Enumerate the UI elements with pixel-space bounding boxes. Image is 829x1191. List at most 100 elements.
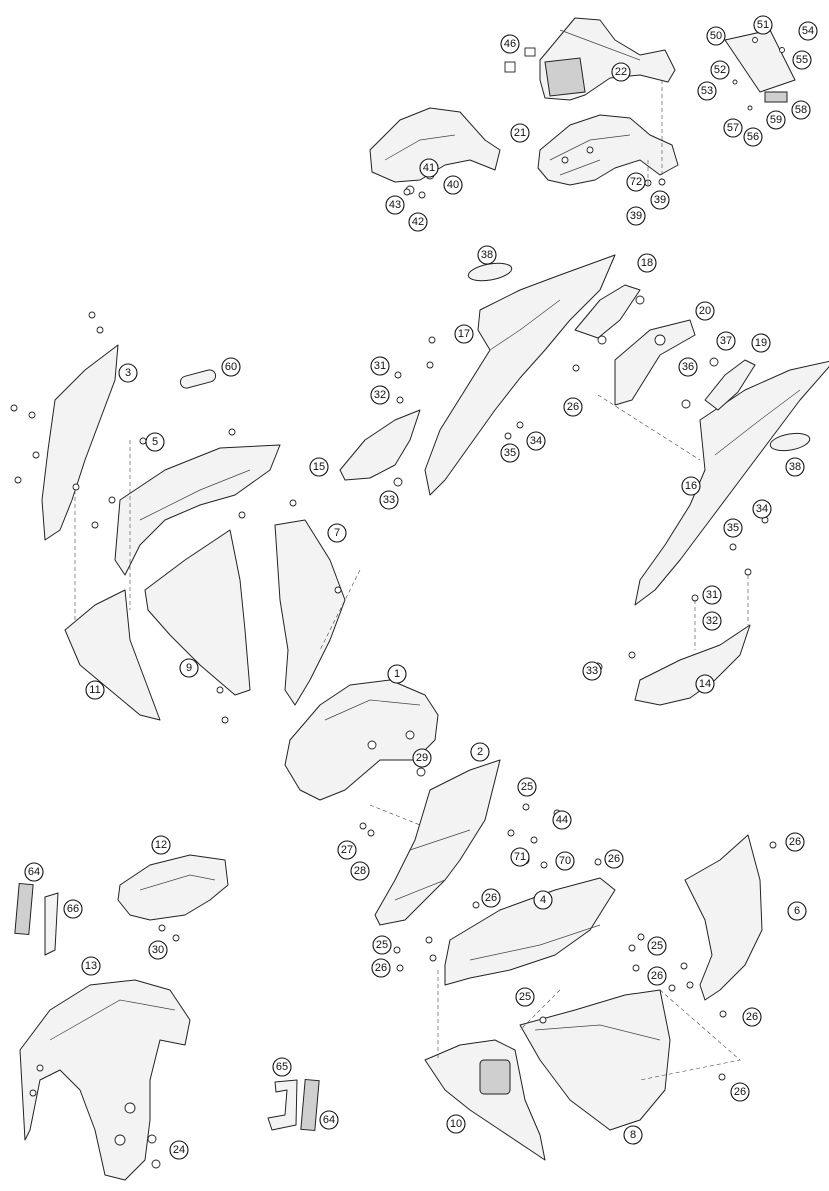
svg-text:25: 25 — [376, 939, 388, 951]
callout-4: 4 — [533, 890, 553, 910]
callout-26f: 26 — [647, 966, 667, 986]
front-fender-13 — [19, 979, 191, 1181]
belly-panel-8 — [519, 989, 671, 1131]
strip-64-left — [14, 882, 34, 936]
callout-9: 9 — [179, 658, 199, 678]
svg-text:34: 34 — [530, 435, 542, 447]
pad-38-right — [769, 432, 811, 452]
callout-13: 13 — [81, 956, 101, 976]
callout-16: 16 — [681, 476, 701, 496]
center-fasteners — [359, 767, 777, 1081]
callout-60: 60 — [221, 357, 241, 377]
svg-text:5: 5 — [152, 436, 158, 448]
callout-32b: 32 — [702, 611, 722, 631]
svg-text:66: 66 — [67, 903, 79, 915]
callout-17: 17 — [454, 324, 474, 344]
callout-54: 54 — [798, 21, 818, 41]
svg-text:30: 30 — [152, 944, 164, 956]
callout-29: 29 — [412, 748, 432, 768]
callout-1: 1 — [387, 664, 407, 684]
svg-text:15: 15 — [313, 461, 325, 473]
svg-text:70: 70 — [559, 855, 571, 867]
svg-text:25: 25 — [521, 781, 533, 793]
svg-text:9: 9 — [186, 662, 192, 674]
callout-39b: 39 — [650, 190, 670, 210]
svg-text:20: 20 — [699, 305, 711, 317]
svg-text:64: 64 — [323, 1114, 335, 1126]
callout-39a: 39 — [626, 206, 646, 226]
callout-26e: 26 — [371, 958, 391, 978]
callout-8: 8 — [623, 1125, 643, 1145]
svg-text:41: 41 — [423, 162, 435, 174]
svg-text:19: 19 — [755, 337, 767, 349]
svg-text:3: 3 — [125, 367, 131, 379]
callout-26g: 26 — [742, 1007, 762, 1027]
svg-text:4: 4 — [540, 894, 546, 906]
callout-38a: 38 — [477, 245, 497, 265]
svg-text:18: 18 — [641, 257, 653, 269]
callout-2: 2 — [470, 742, 490, 762]
svg-text:52: 52 — [714, 64, 726, 76]
callout-26b: 26 — [785, 832, 805, 852]
callout-44: 44 — [552, 810, 572, 830]
bracket-66 — [44, 892, 59, 956]
svg-text:33: 33 — [383, 494, 395, 506]
callout-70: 70 — [555, 851, 575, 871]
callout-53: 53 — [697, 81, 717, 101]
svg-text:27: 27 — [341, 844, 353, 856]
callout-43: 43 — [385, 195, 405, 215]
svg-text:25: 25 — [519, 991, 531, 1003]
svg-text:39: 39 — [630, 210, 642, 222]
grommet-60 — [179, 369, 217, 389]
left-fasteners — [10, 311, 342, 724]
small-panel-14 — [634, 624, 751, 706]
inner-panel-10 — [424, 1039, 546, 1161]
callout-71: 71 — [510, 847, 530, 867]
bracket-19 — [704, 359, 756, 411]
callout-58: 58 — [791, 100, 811, 120]
callout-5: 5 — [145, 432, 165, 452]
callout-26c: 26 — [604, 849, 624, 869]
bracket-12 — [117, 854, 229, 942]
callout-26d: 26 — [481, 888, 501, 908]
svg-text:36: 36 — [682, 361, 694, 373]
svg-text:28: 28 — [354, 865, 366, 877]
license-plate-holder — [724, 29, 796, 111]
callout-33b: 33 — [582, 661, 602, 681]
svg-text:55: 55 — [796, 54, 808, 66]
svg-text:65: 65 — [276, 1061, 288, 1073]
callout-50: 50 — [706, 26, 726, 46]
callout-51: 51 — [753, 15, 773, 35]
rear-fasteners — [393, 295, 769, 672]
callout-64a: 64 — [24, 862, 44, 882]
callout-66: 66 — [63, 899, 83, 919]
callout-55: 55 — [792, 50, 812, 70]
svg-text:17: 17 — [458, 328, 470, 340]
svg-text:26: 26 — [789, 836, 801, 848]
svg-text:59: 59 — [770, 114, 782, 126]
callout-14: 14 — [695, 674, 715, 694]
svg-text:43: 43 — [389, 199, 401, 211]
callout-34b: 34 — [752, 499, 772, 519]
svg-text:37: 37 — [720, 335, 732, 347]
fender-fasteners — [29, 1064, 161, 1169]
callout-20: 20 — [695, 301, 715, 321]
callout-57: 57 — [723, 118, 743, 138]
callout-64b: 64 — [319, 1110, 339, 1130]
callout-32a: 32 — [370, 385, 390, 405]
svg-text:25: 25 — [651, 940, 663, 952]
svg-text:24: 24 — [173, 1144, 185, 1156]
side-fairing-2 — [374, 759, 501, 926]
svg-text:33: 33 — [586, 665, 598, 677]
svg-text:46: 46 — [504, 38, 516, 50]
svg-text:35: 35 — [727, 522, 739, 534]
tail-lower-part-21 — [537, 114, 679, 186]
svg-text:26: 26 — [567, 401, 579, 413]
svg-text:1: 1 — [394, 668, 400, 680]
callout-31a: 31 — [370, 356, 390, 376]
callout-35a: 35 — [500, 443, 520, 463]
fairing-panel-7 — [274, 519, 346, 706]
callout-65: 65 — [272, 1057, 292, 1077]
svg-text:53: 53 — [701, 85, 713, 97]
